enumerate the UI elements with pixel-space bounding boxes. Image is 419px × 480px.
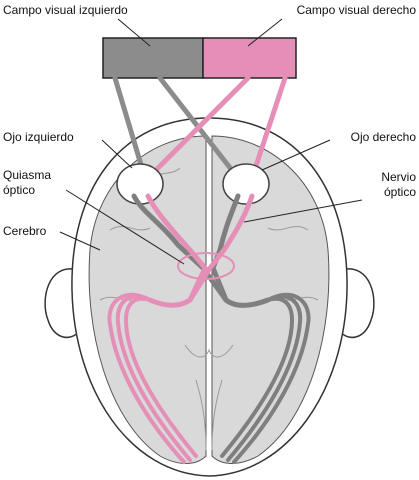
- leader-right-field: [247, 18, 283, 47]
- leader-right-eye: [261, 139, 331, 171]
- eyes: [116, 163, 270, 205]
- visual-field: [102, 37, 297, 79]
- leader-optic-nerve: [243, 199, 363, 223]
- ray-right-field-to-left-eye: [145, 75, 251, 181]
- leader-optic-chiasm: [65, 189, 185, 265]
- left-visual-field-label: Campo visual izquierdo: [3, 3, 128, 17]
- optic-chiasm-highlight: [177, 252, 235, 280]
- gray-radiation-2: [226, 294, 303, 462]
- right-visual-field-label: Campo visual derecho: [296, 3, 416, 17]
- left-eye-label: Ojo izquierdo: [3, 130, 74, 144]
- ray-right-field-to-right-eye: [249, 75, 288, 181]
- optic-chiasm-label-line1: Quiasma: [3, 168, 52, 182]
- gray-optic-nerve-left: [131, 193, 271, 308]
- leader-lines: [59, 18, 363, 265]
- gray-optic-nerve-right: [210, 193, 241, 303]
- right-eye: [222, 163, 270, 205]
- pink-radiation-3: [107, 292, 186, 464]
- gray-radiation-1: [220, 296, 294, 458]
- leader-left-eye: [101, 139, 133, 169]
- left-visual-field: [102, 37, 204, 79]
- optic-nerve-label-line2: óptico: [383, 185, 416, 199]
- gray-pathway: [131, 193, 311, 464]
- pink-optic-nerve-right: [187, 193, 255, 303]
- optic-nerve-label-line1: Nervio: [381, 170, 416, 184]
- leader-brain: [59, 231, 101, 251]
- right-eye-label: Ojo derecho: [350, 130, 416, 144]
- optic-pathways: [107, 193, 311, 464]
- pink-radiation-1: [124, 296, 198, 458]
- brain-label: Cerebro: [3, 224, 47, 238]
- left-eye: [116, 163, 164, 205]
- optic-chiasm-label-line2: óptico: [3, 183, 36, 197]
- pink-radiation-2: [115, 294, 192, 462]
- pink-optic-nerve-left: [145, 193, 208, 308]
- ray-left-field-to-left-eye: [112, 75, 148, 181]
- leader-left-field: [117, 18, 151, 47]
- gray-radiation-3: [232, 292, 311, 464]
- right-visual-field: [202, 37, 297, 79]
- pink-pathway: [107, 193, 255, 464]
- light-rays: [112, 75, 288, 181]
